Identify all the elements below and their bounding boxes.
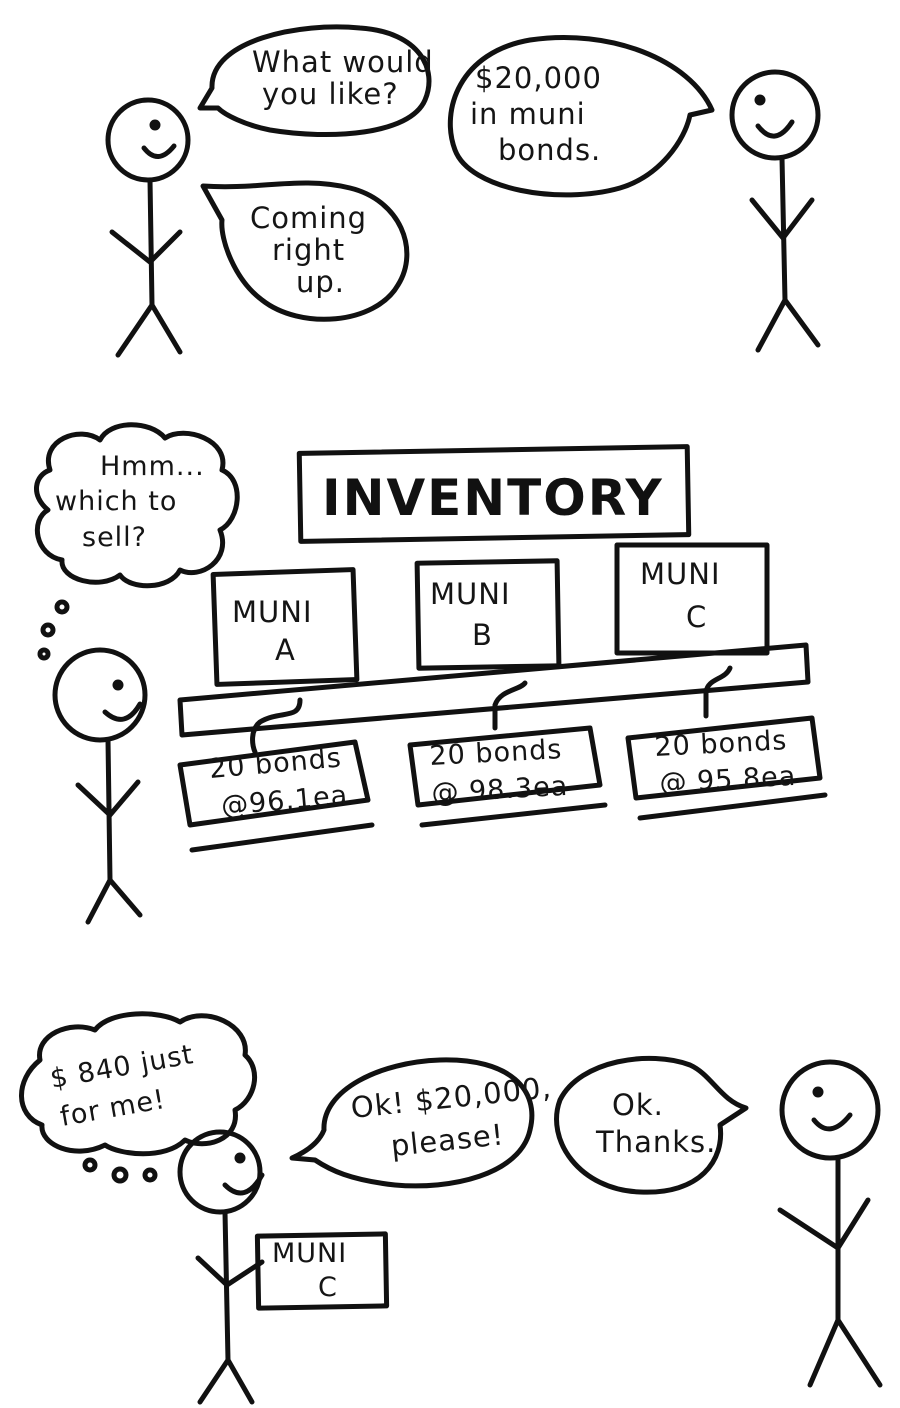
- clerk-speech-2-line-1: Coming: [250, 201, 367, 235]
- price-tag-a: 20 bonds @96.1ea: [177, 739, 375, 853]
- muni-box-b: MUNI B: [414, 558, 562, 671]
- price-tag-c: 20 bonds @ 95.8ea: [625, 715, 828, 821]
- clerk-figure-thinking: [52, 647, 148, 925]
- customer-speech-2-line-2: Thanks.: [595, 1125, 716, 1159]
- muni-box-c: MUNI C: [614, 542, 770, 656]
- customer-speech-bubble-2: Ok. Thanks.: [554, 1055, 749, 1195]
- muni-a-line-1: MUNI: [232, 595, 313, 629]
- customer-speech-line-1: $20,000: [475, 61, 602, 95]
- panel-1: What would you like? Coming right up. $2…: [105, 24, 821, 358]
- clerk-speech-1-line-2: you like?: [262, 77, 399, 111]
- thought-line-1: Hmm...: [100, 451, 205, 482]
- customer-speech-line-3: bonds.: [498, 133, 601, 167]
- price-tag-b: 20 bonds @ 98.3ea: [407, 725, 608, 828]
- thought-cloud: Hmm... which to sell?: [34, 422, 240, 661]
- tag-connectors: [250, 665, 733, 755]
- tag-b-line-2: @ 98.3ea: [431, 771, 569, 809]
- clerk-speech-bubble-1: What would you like?: [197, 24, 434, 138]
- handed-box-line-2: C: [318, 1272, 338, 1303]
- muni-b-line-2: B: [472, 618, 493, 652]
- thought-line-2: which to: [55, 486, 177, 517]
- inventory-sign: INVENTORY: [296, 444, 692, 544]
- clerk-speech-1-line-1: What would: [252, 45, 434, 79]
- tag-c-line-2: @ 95.8ea: [659, 761, 797, 799]
- muni-c-line-1: MUNI: [640, 557, 721, 591]
- customer-figure: [729, 69, 821, 353]
- clerk-speech-bubble-3: Ok! $20,000, please!: [289, 1057, 553, 1189]
- muni-a-line-2: A: [275, 633, 296, 667]
- tag-a-line-1: 20 bonds: [208, 743, 343, 785]
- clerk-figure-selling: [177, 1129, 265, 1405]
- clerk-speech-3-line-1: Ok! $20,000,: [349, 1070, 553, 1125]
- customer-speech-line-2: in muni: [470, 97, 586, 131]
- customer-speech-bubble: $20,000 in muni bonds.: [447, 34, 715, 198]
- clerk-speech-bubble-2: Coming right up.: [200, 180, 410, 322]
- inventory-title: INVENTORY: [322, 469, 664, 527]
- tag-a-line-2: @96.1ea: [220, 780, 349, 822]
- customer-speech-2-line-1: Ok.: [612, 1088, 664, 1122]
- thought-cloud-2: $ 840 just for me!: [19, 1011, 257, 1184]
- clerk-speech-3-line-2: please!: [389, 1117, 506, 1163]
- panel-2: Hmm... which to sell? INVENTORY MUNI A: [34, 422, 828, 925]
- clerk-figure: [105, 97, 191, 358]
- thought-2-line-1: $ 840 just: [48, 1039, 196, 1095]
- tag-b-line-1: 20 bonds: [429, 734, 563, 772]
- thought-2-line-2: for me!: [58, 1084, 168, 1133]
- clerk-speech-2-line-2: right: [272, 233, 345, 267]
- handed-box-line-1: MUNI: [272, 1238, 347, 1269]
- muni-c-line-2: C: [686, 600, 707, 634]
- panel-3: $ 840 just for me! MUNI C Ok! $20,000, p…: [19, 1011, 883, 1405]
- thought-line-3: sell?: [82, 522, 147, 553]
- muni-box-a: MUNI A: [210, 567, 360, 687]
- clerk-speech-2-line-3: up.: [296, 265, 345, 299]
- handed-muni-box: MUNI C: [254, 1231, 390, 1311]
- customer-figure-2: [777, 1059, 883, 1388]
- inventory-shelf: [177, 642, 811, 738]
- tag-c-line-1: 20 bonds: [654, 725, 788, 763]
- muni-b-line-1: MUNI: [430, 577, 511, 611]
